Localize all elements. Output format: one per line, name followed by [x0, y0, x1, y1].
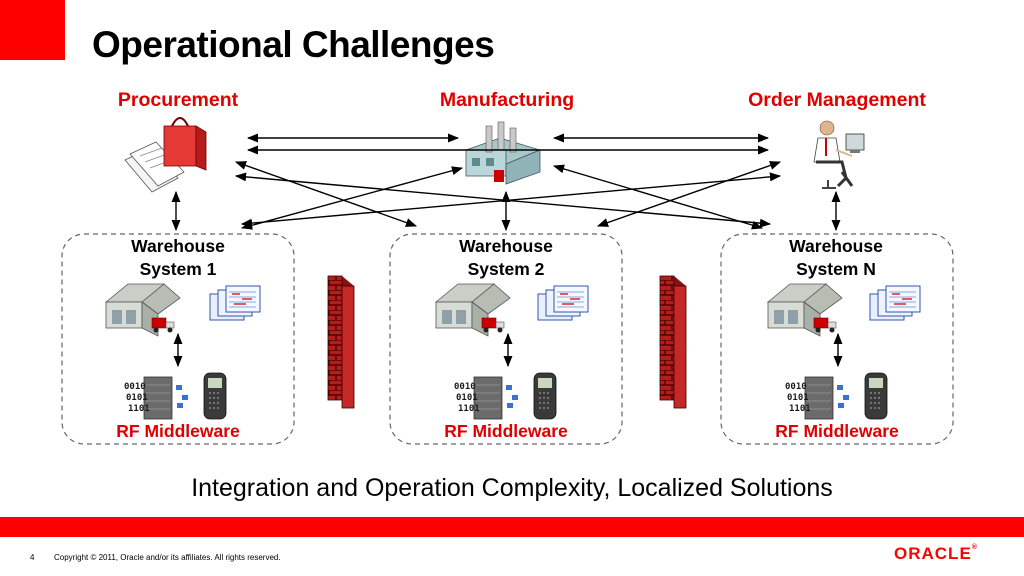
warehouse-building-icon: [435, 283, 511, 337]
integration-arrows: [234, 133, 782, 230]
logo-text: ORACLE: [894, 544, 972, 563]
warehouse-building-icon: [105, 283, 181, 337]
monitor-screens-icon: [537, 285, 589, 321]
warehouse-label-line: System N: [796, 259, 876, 279]
warehouse-label-line: System 1: [139, 259, 217, 279]
manufacturing-label: Manufacturing: [439, 89, 575, 111]
order-management-label: Order Management: [748, 89, 926, 111]
brick-wall-icon: [659, 275, 687, 409]
slide-subtitle: Integration and Operation Complexity, Lo…: [191, 474, 833, 502]
page-number: 4: [30, 553, 35, 562]
rf-middleware-label-2: RF Middleware: [444, 421, 568, 441]
procurement-label: Procurement: [117, 89, 239, 111]
copyright-notice: Copyright © 2011, Oracle and/or its affi…: [54, 553, 281, 562]
monitor-screens-icon: [209, 285, 261, 321]
warehouse-system-1-box: [61, 233, 295, 445]
brand-red-tab: [0, 0, 65, 60]
warehouse-label-line: System 2: [467, 259, 545, 279]
rf-middleware-label-1: RF Middleware: [116, 421, 240, 441]
footer-red-bar: [0, 517, 1024, 537]
shopping-bag-documents-icon: [124, 117, 207, 193]
warehouse-label-line: Warehouse: [131, 236, 225, 256]
brick-wall-icon: [327, 275, 355, 409]
rf-server-handheld-icon: [453, 372, 557, 420]
slide-title: Operational Challenges: [92, 24, 495, 65]
rf-middleware-label-n: RF Middleware: [775, 421, 899, 441]
factory-icon: [464, 121, 542, 185]
warehouse-label-line: Warehouse: [459, 236, 553, 256]
warehouse-system-2-label: Warehouse System 2: [426, 235, 586, 281]
warehouse-label-line: Warehouse: [789, 236, 883, 256]
registered-mark: ®: [971, 544, 977, 551]
warehouse-system-n-box: [720, 233, 954, 445]
monitor-screens-icon: [869, 285, 921, 321]
warehouse-building-icon: [767, 283, 843, 337]
rf-server-handheld-icon: [784, 372, 888, 420]
person-at-computer-icon: [813, 120, 865, 189]
rf-server-handheld-icon: [123, 372, 227, 420]
warehouse-system-n-label: Warehouse System N: [756, 235, 916, 281]
warehouse-system-1-label: Warehouse System 1: [98, 235, 258, 281]
oracle-logo: ORACLE®: [894, 544, 977, 564]
warehouse-system-2-box: [389, 233, 623, 445]
